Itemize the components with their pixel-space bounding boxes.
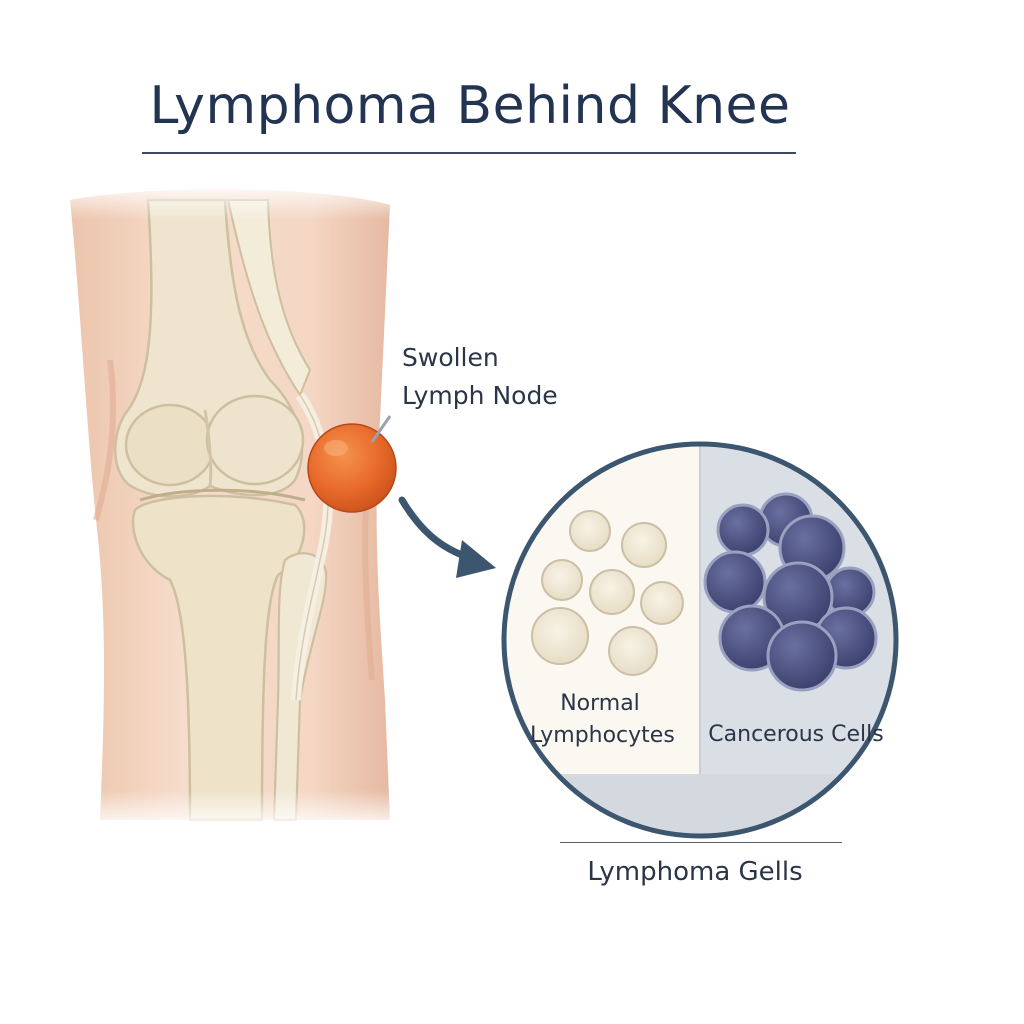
cancerous-cells-cluster [703, 492, 878, 692]
lymph-node-marker [307, 423, 397, 513]
title-underline [142, 152, 796, 154]
magnified-cells-circle [504, 444, 896, 836]
normal-lymphocytes-cluster [531, 510, 684, 676]
lymphoma-cells-caption: Lymphoma Gells [587, 857, 803, 887]
label-pointer-line [370, 415, 392, 443]
cancerous-cells-label: Cancerous Cells [708, 722, 884, 747]
page-title: Lymphoma Behind Knee [149, 76, 791, 136]
caption-rule [560, 842, 842, 843]
arrow-head [456, 540, 496, 578]
tibia-bone [131, 494, 306, 822]
label-line: Lymphocytes [530, 723, 675, 748]
label-line: Swollen [402, 343, 499, 372]
normal-lymphocytes-label: Normal Lymphocytes [530, 688, 675, 752]
arrow-icon [398, 496, 474, 562]
swollen-lymph-node-label: Swollen Lymph Node [402, 339, 558, 415]
label-line: Normal [560, 691, 640, 716]
label-line: Lymph Node [402, 381, 558, 410]
